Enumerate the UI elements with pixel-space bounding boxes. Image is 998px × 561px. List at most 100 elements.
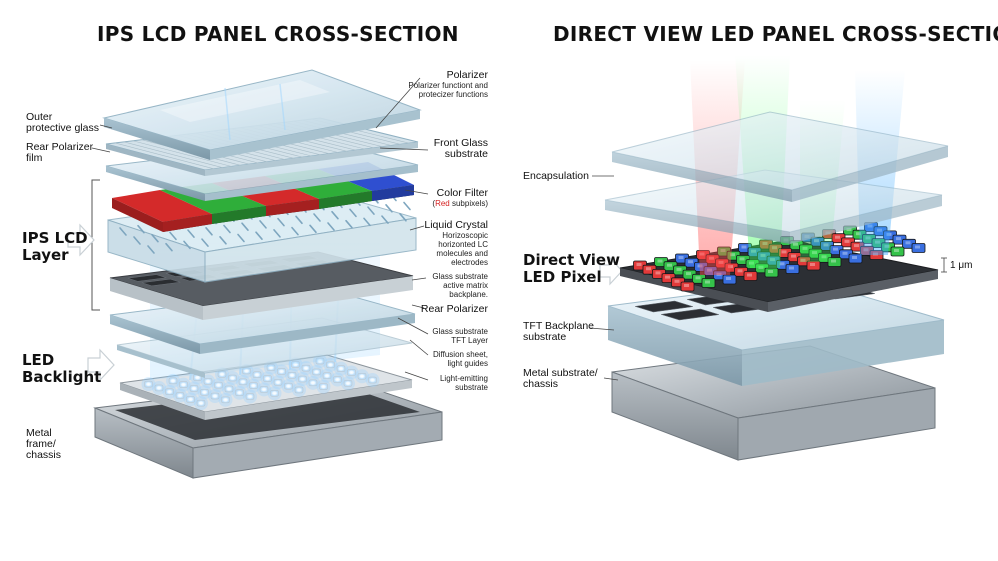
backlight-led: [270, 390, 279, 397]
color-filter-red-word: Red: [435, 199, 450, 208]
liquid-crystal-sub4: electrodes: [451, 258, 488, 267]
ips-layer-line2: Layer: [22, 246, 69, 264]
led-pixel-highlight: [741, 245, 747, 249]
backlight-led: [333, 376, 342, 383]
backlight-led: [175, 392, 185, 399]
lc-molecule: [259, 220, 267, 229]
backlight-led: [228, 374, 237, 382]
led-pixel-highlight: [852, 256, 857, 259]
led-pixel-highlight: [747, 273, 752, 277]
led-backlight-line2: Backlight: [22, 368, 102, 386]
led-pixel: [848, 253, 863, 264]
lc-molecule: [119, 227, 127, 236]
lc-molecule: [137, 224, 145, 234]
left-leader-lines: [91, 77, 429, 381]
top-polarizer-glass: [102, 69, 422, 160]
backlight-led: [357, 373, 367, 380]
liquid-crystal-sub1: Horizoscopic: [442, 231, 488, 240]
lc-molecule: [165, 242, 173, 252]
diffusion-sub2: light guides: [447, 359, 488, 368]
led-pixel-highlight: [695, 276, 701, 280]
lc-molecule: [345, 219, 353, 229]
led-pixel-highlight: [646, 267, 651, 271]
glass-active-callout: Glass substrate active matrix backplane.: [398, 272, 488, 299]
lc-molecule: [349, 208, 357, 218]
backlight-led: [196, 399, 206, 407]
backlight-led: [186, 396, 195, 403]
led-pixel-highlight: [665, 275, 670, 279]
led-backlight-line1: LED: [22, 351, 55, 369]
led-pixel: [890, 246, 905, 257]
backlight-led: [165, 388, 174, 395]
led-pixel: [743, 271, 758, 281]
metal-substrate-label: Metal substrate/ chassis: [523, 368, 598, 390]
micron-label: 1 μm: [950, 260, 973, 271]
liquid-crystal-sub2: horizonted LC: [438, 240, 488, 249]
encapsulation-layer: [604, 111, 949, 244]
backlight-led: [308, 379, 318, 387]
led-pixel-highlight: [835, 235, 840, 239]
metal-frame-line1: Metal: [26, 427, 52, 439]
backlight-led: [322, 372, 332, 379]
led-pixel-highlight: [846, 228, 852, 231]
backlight-led: [203, 378, 213, 385]
arrow-right-icon: [87, 348, 115, 382]
led-pixel-highlight: [856, 232, 861, 236]
led-pixel: [680, 281, 695, 292]
glass-tft-sub1: Glass substrate: [432, 327, 488, 336]
ips-layer-line1: IPS LCD: [22, 229, 88, 247]
liquid-crystal-sub3: molecules and: [436, 249, 488, 258]
color-filter-callout: Color Filter (Red subpixels): [398, 188, 488, 209]
lc-molecule: [277, 217, 285, 227]
backlight-led: [235, 389, 244, 396]
led-title: DIRECT VIEW LED PANEL CROSS-SECTION: [553, 22, 998, 46]
led-pixel: [701, 278, 716, 288]
direct-view-line1: Direct View: [523, 251, 620, 269]
led-pixel-highlight: [831, 259, 836, 263]
backlight-led: [259, 386, 269, 393]
metal-frame-line2: frame/: [26, 438, 56, 450]
lc-molecule: [169, 231, 177, 241]
lc-molecule: [367, 206, 375, 215]
lcd-stack: [91, 69, 443, 479]
lc-molecule: [295, 215, 303, 225]
lc-molecule: [273, 229, 281, 238]
encapsulation-label: Encapsulation: [523, 171, 589, 182]
led-pixel-highlight: [655, 271, 661, 275]
backlight-led: [245, 393, 255, 400]
led-pixel-highlight: [791, 254, 796, 258]
led-pixel-highlight: [793, 242, 798, 246]
led-pixel-highlight: [737, 269, 743, 273]
tft-chip: [127, 274, 167, 282]
lc-molecule: [187, 229, 195, 238]
backlight-led: [263, 375, 272, 382]
lc-molecule: [133, 236, 141, 245]
lc-molecule: [219, 236, 227, 245]
backlight-led: [347, 369, 356, 376]
glass-tft-callout: Glass substrate TFT Layer: [398, 327, 488, 345]
backlight-led: [210, 392, 220, 400]
led-pixel-highlight: [905, 241, 911, 245]
backlight-led: [224, 385, 234, 393]
ips-layer-label: IPS LCD Layer: [22, 230, 88, 264]
led-pixel-highlight: [678, 256, 684, 259]
lc-molecule: [327, 222, 335, 231]
lc-molecule: [403, 201, 411, 211]
backlight-led: [273, 379, 283, 386]
led-pixel-highlight: [739, 257, 745, 261]
backlight-led: [168, 377, 178, 385]
outer-glass-label-line2: protective glass: [26, 122, 99, 134]
rear-polarizer-layer: [109, 287, 416, 354]
lc-molecule: [205, 227, 213, 236]
led-pixel-highlight: [833, 247, 838, 251]
metal-substrate-line1: Metal substrate/: [523, 367, 598, 379]
led-pixel-highlight: [730, 253, 735, 257]
liquid-crystal-title: Liquid Crystal: [424, 219, 488, 231]
backlight-led: [287, 372, 297, 379]
light-emitting-callout: Light-emitting substrate: [398, 374, 488, 392]
tft-chip: [141, 278, 181, 287]
backplane-chip: [661, 308, 719, 321]
backlight-led: [214, 381, 223, 389]
backlight-led: [200, 389, 209, 396]
